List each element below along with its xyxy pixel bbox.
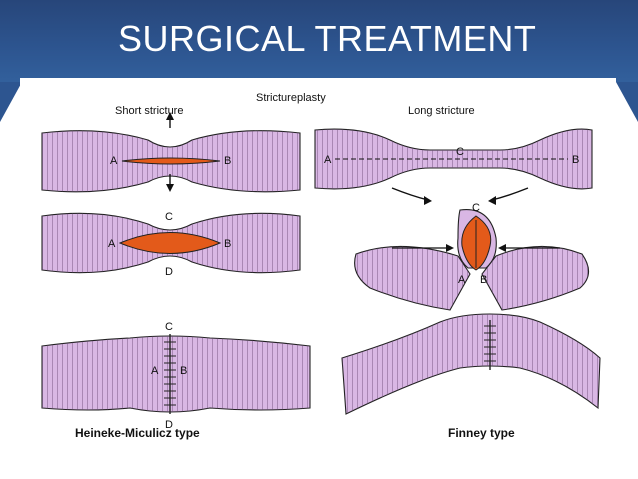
header-corner-left [0, 82, 22, 122]
arrow-right-icon [424, 196, 432, 205]
label-a: A [151, 365, 159, 377]
label-d: D [165, 266, 173, 278]
caption-finney: Finney type [448, 426, 515, 440]
label-b: B [224, 155, 231, 167]
label-a: A [324, 154, 332, 166]
label-b: B [572, 154, 579, 166]
finney-closure-panel [341, 313, 601, 415]
label-c: C [472, 202, 480, 214]
header-corner-right [616, 82, 638, 122]
label-a: A [108, 238, 116, 250]
label-b: B [180, 365, 187, 377]
folded-loop-panel: C A B [354, 202, 590, 311]
label-c: C [165, 211, 173, 223]
label-a: A [110, 155, 118, 167]
label-c: C [165, 321, 173, 333]
short-stricture-panel: A B [41, 112, 301, 193]
arrow-in-left-icon [446, 244, 454, 252]
opened-incision-panel: C A B D [41, 211, 301, 278]
caption-long-stricture: Long stricture [408, 105, 475, 117]
label-d: D [165, 419, 173, 431]
arrow-left-icon [488, 196, 496, 205]
heineke-miculicz-panel: C A B D [41, 321, 311, 431]
arrow-up-icon [166, 112, 174, 120]
strictureplasty-figure: Strictureplasty Short stricture Long str… [20, 78, 616, 450]
caption-short-stricture: Short stricture [115, 105, 183, 117]
incision-short [121, 157, 221, 165]
arrow-in-right-icon [498, 244, 506, 252]
strictureplasty-diagram: Strictureplasty Short stricture Long str… [41, 92, 601, 440]
incision-opened [118, 232, 222, 254]
arrow-down-icon [166, 184, 174, 192]
label-c: C [456, 146, 464, 158]
figure-heading: Strictureplasty [256, 92, 326, 104]
label-a: A [458, 274, 466, 286]
label-b: B [480, 274, 487, 286]
label-b: B [224, 238, 231, 250]
slide-header [0, 0, 638, 82]
long-stricture-panel: A C B [314, 128, 593, 190]
caption-heineke-miculicz: Heineke-Miculicz type [75, 426, 200, 440]
slide-title: SURGICAL TREATMENT [118, 18, 537, 59]
